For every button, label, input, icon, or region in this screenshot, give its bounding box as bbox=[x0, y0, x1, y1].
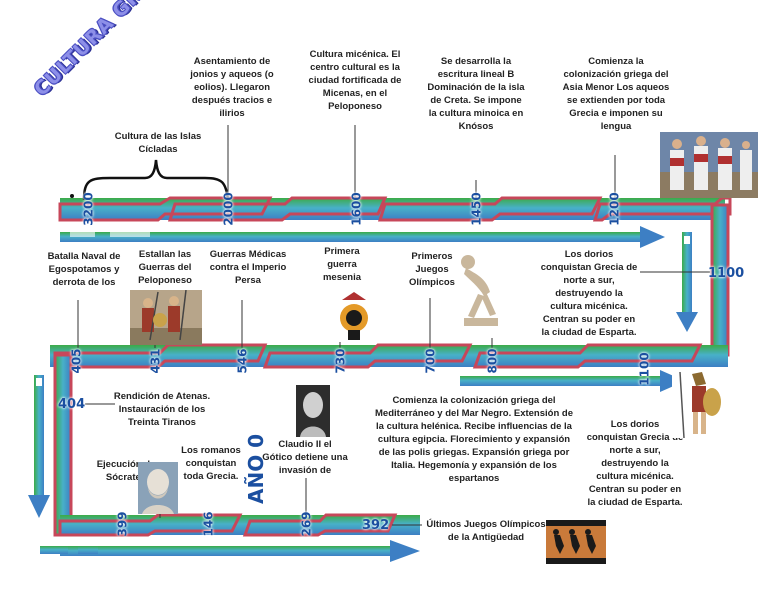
socrates-bust bbox=[138, 462, 178, 514]
year-1100-mid: 1100 bbox=[637, 352, 652, 386]
event-medicas: Guerras Médicas contra el Imperio Persa bbox=[209, 249, 287, 286]
year-1450: 1450 bbox=[469, 192, 484, 226]
discobolus-statue bbox=[456, 252, 504, 332]
year-431: 431 bbox=[148, 348, 163, 374]
spartan-warrior bbox=[672, 372, 726, 438]
timeline-left-connector bbox=[28, 353, 73, 537]
year-405: 405 bbox=[69, 348, 84, 374]
hoplites-painting bbox=[130, 290, 202, 345]
event-ciclades: Cultura de las Islas Cícladas bbox=[114, 131, 202, 155]
event-asia-menor: Comienza la colonización griega del Asia… bbox=[562, 56, 670, 132]
event-claudio: Claudio II el Gótico detiene una invasió… bbox=[262, 439, 348, 476]
event-jonios: Asentamiento de jonios y aqueos (o eolio… bbox=[190, 56, 274, 119]
event-mesenia: Primera guerra mesenia bbox=[322, 246, 362, 283]
year-700: 700 bbox=[423, 348, 438, 374]
year-1200: 1200 bbox=[607, 192, 622, 226]
year-3200: 3200 bbox=[81, 192, 96, 226]
runners-vase bbox=[546, 520, 606, 564]
event-egospotamos: Batalla Naval de Egospotamos y derrota d… bbox=[47, 251, 121, 288]
year-1100-right: 1100 bbox=[708, 266, 745, 281]
event-lineal-b: Se desarrolla la escritura lineal B Domi… bbox=[427, 56, 525, 132]
event-peloponeso: Estallan las Guerras del Peloponeso bbox=[138, 249, 192, 286]
event-dorios-2: Los dorios conquistan Grecia de norte a … bbox=[586, 419, 684, 508]
year-146: 146 bbox=[201, 511, 216, 537]
event-dorios-1: Los dorios conquistan Grecia de norte a … bbox=[540, 249, 638, 338]
year-269: 269 bbox=[299, 511, 314, 537]
year-404: 404 bbox=[58, 397, 86, 412]
greek-dancers-photo bbox=[660, 132, 758, 198]
event-romanos: Los romanos conquistan toda Grecia. bbox=[181, 445, 241, 482]
warrior-vase-figure bbox=[334, 290, 376, 342]
year-392: 392 bbox=[362, 518, 390, 533]
year-399: 399 bbox=[115, 511, 130, 537]
event-olimpicos: Primeros Juegos Olímpicos bbox=[409, 251, 455, 288]
year-2000: 2000 bbox=[221, 192, 236, 226]
year-800: 800 bbox=[485, 348, 500, 374]
event-atenas: Rendición de Atenas. Instauración de los… bbox=[113, 391, 211, 428]
year-1600: 1600 bbox=[349, 192, 364, 226]
ciclades-bracket bbox=[82, 159, 230, 201]
event-micenica: Cultura micénica. El centro cultural es … bbox=[308, 49, 402, 112]
year-546: 546 bbox=[235, 348, 250, 374]
timeline-row-3 bbox=[40, 513, 420, 562]
event-ultimos: Últimos Juegos Olímpicos de la Antigüeda… bbox=[426, 519, 546, 543]
event-mediterraneo: Comienza la colonización griega del Medi… bbox=[375, 395, 573, 484]
event-socrates: Ejecución de Sócrates bbox=[96, 459, 156, 483]
bust-portrait bbox=[296, 385, 330, 437]
timeline-row-1 bbox=[58, 196, 732, 248]
year-730: 730 bbox=[333, 348, 348, 374]
